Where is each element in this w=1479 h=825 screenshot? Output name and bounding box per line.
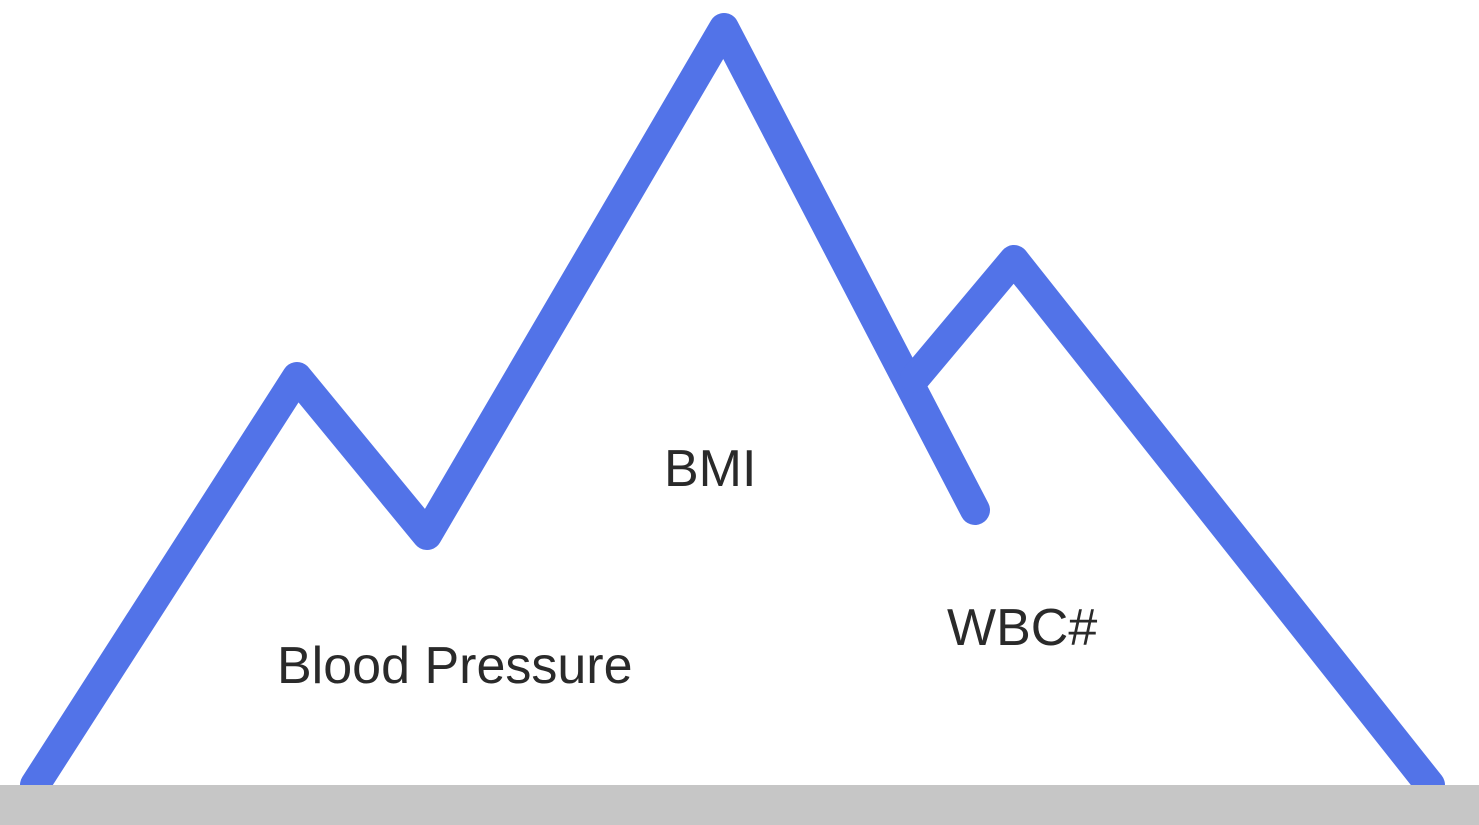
bmi-label: BMI xyxy=(664,440,757,498)
wbc-label: WBC# xyxy=(947,599,1098,657)
blood-pressure-label: Blood Pressure xyxy=(277,637,633,695)
right-mountain-ridge xyxy=(900,245,1445,800)
ground-bar xyxy=(0,785,1479,825)
left-mountain-ridge xyxy=(20,13,990,800)
